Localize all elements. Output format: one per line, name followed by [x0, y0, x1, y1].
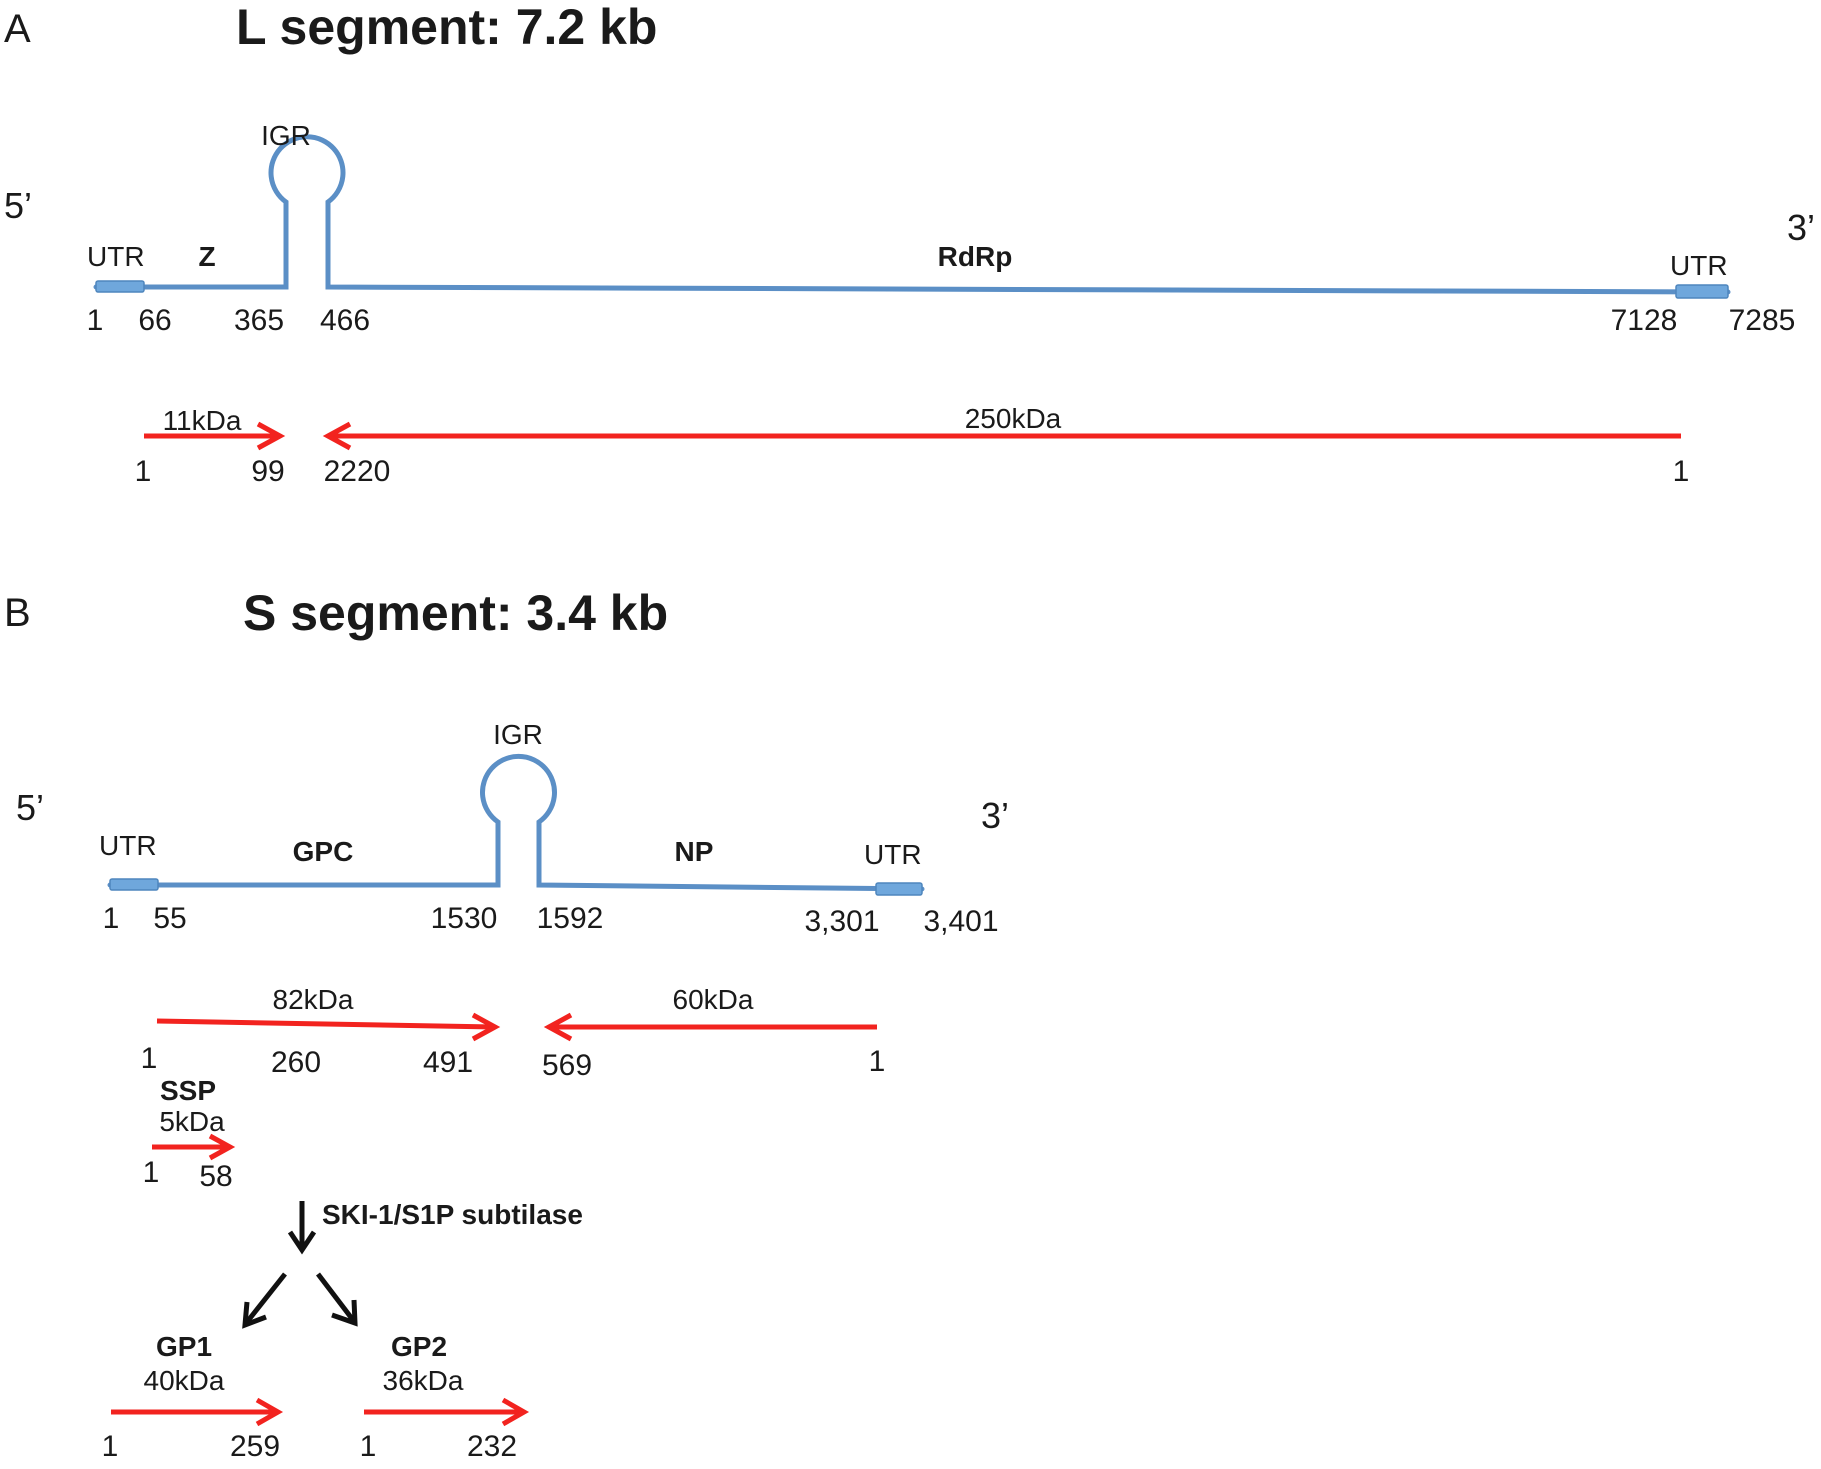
gp1-end: 259 [230, 1430, 280, 1463]
s-orf-gpc-arrow [156, 1012, 501, 1042]
l-orf-l-arrow [322, 421, 1681, 451]
s-genome-line [107, 753, 925, 892]
s-utr-left-box [109, 878, 159, 891]
l-orf-z-arrow [144, 421, 286, 451]
ssp-size: 5kDa [159, 1106, 225, 1137]
s-five-prime-label: 5’ [16, 787, 44, 828]
ssp-name: SSP [160, 1075, 216, 1106]
s-orf-np-arrow [543, 1012, 877, 1042]
panel-b: B S segment: 3.4 kb 5’ 3’ IGR UTR UTR GP… [4, 585, 1009, 1463]
l-igr-label: IGR [261, 120, 311, 151]
l-gene-rdrp-label: RdRp [938, 241, 1013, 272]
l-pos-7285: 7285 [1729, 304, 1796, 337]
cleavage-arrow-right [316, 1272, 358, 1327]
panel-a-letter: A [4, 7, 31, 51]
s-pos-3401: 3,401 [923, 905, 998, 938]
s-pos-55: 55 [153, 902, 186, 935]
s-orf-gpc-size: 82kDa [273, 984, 354, 1015]
gp2-name: GP2 [391, 1331, 447, 1362]
s-gene-gpc-label: GPC [293, 836, 354, 867]
gp2-end: 232 [467, 1430, 517, 1463]
panel-b-title: S segment: 3.4 kb [243, 585, 668, 641]
s-utr-left-label: UTR [99, 830, 157, 861]
gp2-size: 36kDa [383, 1365, 464, 1396]
l-utr-right-box [1675, 284, 1729, 299]
ssp-end: 58 [199, 1160, 232, 1193]
l-pos-1: 1 [87, 304, 104, 337]
gp1-size: 40kDa [144, 1365, 225, 1396]
panel-b-letter: B [4, 591, 31, 635]
l-utr-right-label: UTR [1670, 250, 1728, 281]
s-pos-1: 1 [103, 902, 120, 935]
panel-a-title: L segment: 7.2 kb [236, 0, 657, 55]
s-utr-right-label: UTR [864, 839, 922, 870]
s-orf-np-end: 1 [869, 1045, 886, 1078]
l-pos-365: 365 [234, 304, 284, 337]
gp1-arrow [111, 1397, 284, 1427]
l-pos-466: 466 [320, 304, 370, 337]
s-orf-np-start: 569 [542, 1049, 592, 1082]
s-igr-label: IGR [493, 719, 543, 750]
l-orf-z-size: 11kDa [163, 405, 242, 436]
panel-a: A L segment: 7.2 kb 5’ 3’ IGR UTR UTR Z … [4, 0, 1815, 488]
gp2-start: 1 [360, 1430, 377, 1463]
s-pos-1530: 1530 [431, 902, 498, 935]
l-genome-line [93, 134, 1731, 295]
l-utr-left-label: UTR [87, 241, 145, 272]
s-pos-3301: 3,301 [804, 905, 879, 938]
l-five-prime-label: 5’ [4, 185, 32, 226]
l-utr-left-box [95, 280, 145, 293]
s-orf-gpc-end: 491 [423, 1046, 473, 1079]
gp1-start: 1 [102, 1430, 119, 1463]
s-gene-np-label: NP [675, 836, 714, 867]
l-gene-z-label: Z [198, 241, 215, 272]
cleavage-arrow-left [242, 1272, 287, 1329]
ssp-arrow [152, 1133, 236, 1161]
l-orf-z-end: 99 [251, 455, 284, 488]
s-utr-right-box [875, 882, 923, 896]
s-orf-gpc-mid: 260 [271, 1046, 321, 1079]
s-pos-1592: 1592 [537, 902, 604, 935]
l-orf-l-start: 2220 [324, 455, 391, 488]
s-orf-np-size: 60kDa [673, 984, 754, 1015]
l-pos-7128: 7128 [1611, 304, 1678, 337]
ssp-start: 1 [143, 1156, 160, 1189]
l-orf-l-size: 250kDa [965, 403, 1062, 434]
protease-label: SKI-1/S1P subtilase [322, 1199, 583, 1230]
s-three-prime-label: 3’ [981, 795, 1009, 836]
processing-down-arrow [287, 1201, 317, 1255]
l-three-prime-label: 3’ [1787, 207, 1815, 248]
l-orf-z-start: 1 [135, 455, 152, 488]
gp1-name: GP1 [156, 1331, 212, 1362]
s-orf-gpc-start: 1 [141, 1042, 158, 1075]
l-pos-66: 66 [138, 304, 171, 337]
gp2-arrow [364, 1397, 530, 1427]
l-orf-l-end: 1 [1673, 455, 1690, 488]
